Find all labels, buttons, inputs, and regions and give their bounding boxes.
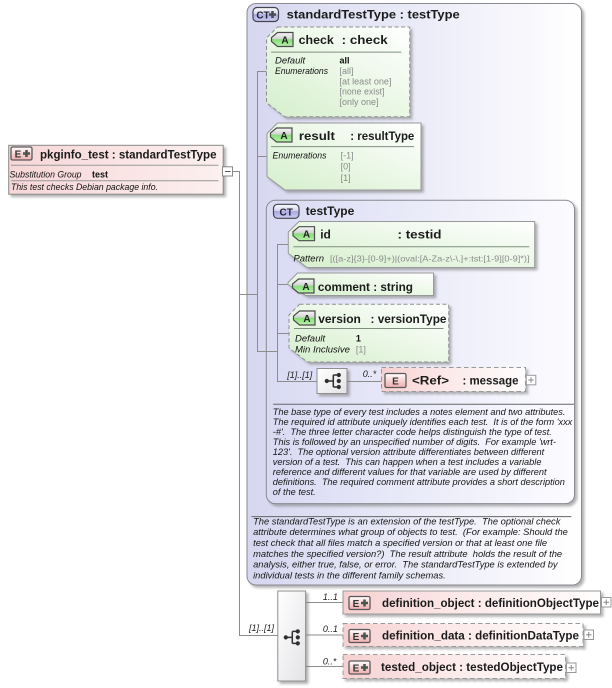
svg-text:[1]..[1]: [1]..[1]	[248, 623, 275, 633]
svg-text:[1]..[1]: [1]..[1]	[286, 370, 313, 380]
svg-text:reference and different values: reference and different values for that …	[273, 467, 547, 477]
svg-text:The required id attribute uniq: The required id attribute uniquely ident…	[273, 417, 573, 427]
svg-text:Pattern: Pattern	[293, 254, 324, 265]
svg-text:[at least one]: [at least one]	[340, 76, 392, 86]
svg-text:definitions. The required com: definitions. The required comment attrib…	[273, 477, 565, 487]
svg-text:Min Inclusive: Min Inclusive	[295, 344, 350, 355]
svg-text:Enumerations: Enumerations	[275, 66, 328, 77]
svg-text:test: test	[92, 169, 108, 179]
svg-text:Default: Default	[295, 334, 325, 345]
svg-text:matches the specified version?: matches the specified version?) The resu…	[253, 549, 562, 559]
svg-text:all: all	[340, 56, 350, 66]
svg-text:Substitution Group: Substitution Group	[10, 169, 82, 179]
svg-text:version of a test. This can h: version of a test. This can happen when …	[273, 457, 542, 467]
svg-text:individual tests in the differ: individual tests in the different family…	[253, 570, 446, 580]
svg-text:Default: Default	[275, 56, 305, 67]
svg-text:This is followed by an unspeci: This is followed by an unspecified numbe…	[273, 437, 556, 447]
svg-text:version: version	[318, 312, 361, 326]
svg-text:attribute determines what grou: attribute determines what group of objec…	[253, 527, 568, 537]
svg-text:: testid: : testid	[398, 228, 442, 242]
svg-text:[only one]: [only one]	[340, 97, 379, 107]
svg-text:This test checks Debian packag: This test checks Debian package info.	[11, 182, 158, 192]
svg-text:0..*: 0..*	[323, 656, 337, 666]
svg-text:result: result	[299, 129, 335, 143]
svg-text:definition_object : definition: definition_object : definitionObjectType	[382, 596, 599, 610]
svg-text:<Ref>: <Ref>	[412, 373, 449, 387]
svg-text:analysis, either true, false,: analysis, either true, false, or error. …	[253, 560, 559, 570]
svg-text:The standardTestType is an ext: The standardTestType is an extension of …	[253, 516, 562, 526]
svg-text:[1]: [1]	[356, 344, 366, 354]
svg-text:0..*: 0..*	[363, 369, 377, 379]
svg-text:1..1: 1..1	[323, 592, 338, 602]
svg-text:: versionType: : versionType	[371, 312, 447, 326]
svg-text:definition_data : definitionDa: definition_data : definitionDataType	[382, 629, 579, 643]
svg-text:testType: testType	[306, 204, 355, 218]
svg-text:: message: : message	[463, 373, 519, 387]
svg-text:-#'. The three letter charact: -#'. The three letter character code hel…	[273, 427, 552, 437]
svg-text:123'. The optional version at: 123'. The optional version attribute dif…	[273, 447, 545, 457]
svg-text:test check that all files matc: test check that all files match a specif…	[253, 538, 547, 548]
svg-text:comment : string: comment : string	[318, 280, 413, 294]
svg-text:: resultType: : resultType	[350, 129, 414, 143]
svg-text:pkginfo_test : standardTestTyp: pkginfo_test : standardTestType	[40, 148, 217, 162]
svg-text:standardTestType : testType: standardTestType : testType	[287, 8, 460, 22]
svg-text:[1]: [1]	[341, 173, 351, 183]
svg-text:tested_object : testedObjectTy: tested_object : testedObjectType	[381, 660, 563, 674]
svg-text:[none exist]: [none exist]	[340, 87, 385, 97]
svg-text:Enumerations: Enumerations	[273, 150, 327, 161]
svg-text:[all]: [all]	[340, 66, 354, 76]
svg-text:[([a-z]{3}-[0-9]+)|(oval:[A-Za: [([a-z]{3}-[0-9]+)|(oval:[A-Za-z\-\.]+:t…	[330, 254, 530, 264]
svg-text:1: 1	[356, 334, 361, 344]
svg-text:[0]: [0]	[341, 162, 351, 172]
svg-text:The base type of every test in: The base type of every test includes a n…	[273, 407, 566, 417]
svg-text:id: id	[320, 228, 331, 242]
svg-text:of the test.: of the test.	[273, 487, 316, 497]
svg-text:[-1]: [-1]	[341, 150, 354, 160]
svg-text:0..1: 0..1	[323, 624, 338, 634]
svg-text:: check: : check	[342, 33, 388, 47]
svg-text:check: check	[299, 33, 334, 47]
